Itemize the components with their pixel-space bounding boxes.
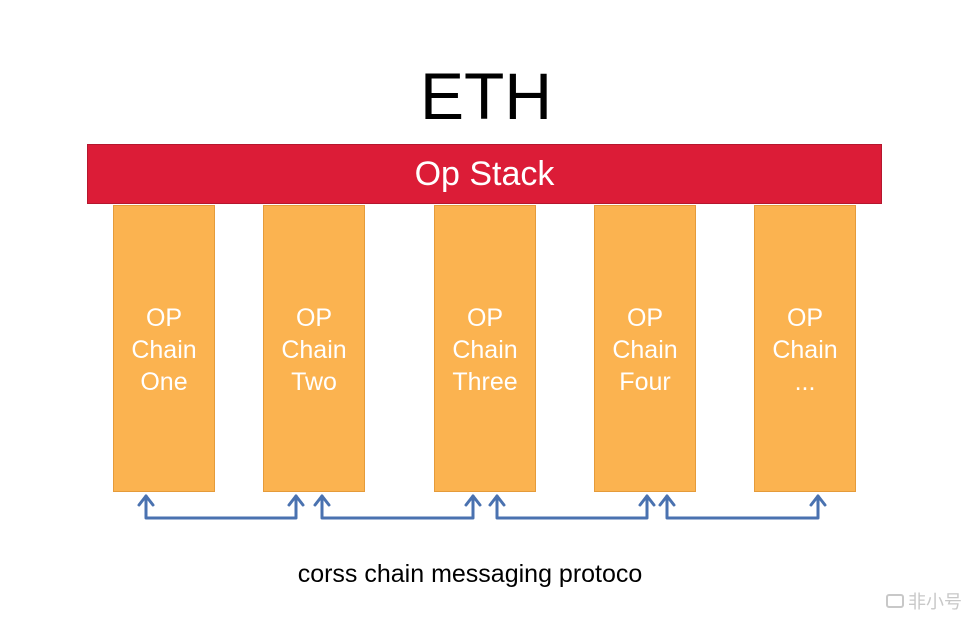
chain-label: OP Chain Three xyxy=(452,304,518,396)
messaging-arrow-one-two xyxy=(137,494,305,520)
chain-label: OP Chain Four xyxy=(612,304,678,396)
diagram-title: ETH xyxy=(420,59,552,133)
chain-box-two: OP Chain Two xyxy=(263,205,365,492)
watermark-logo-icon xyxy=(886,594,904,608)
chain-label: OP Chain Two xyxy=(281,304,347,396)
chain-box-four: OP Chain Four xyxy=(594,205,696,492)
messaging-arrow-two-three xyxy=(313,494,482,520)
op-stack-bar: Op Stack xyxy=(87,144,882,204)
chain-label: OP Chain One xyxy=(131,304,197,396)
watermark: 非小号 xyxy=(886,588,962,614)
messaging-arrow-four-more xyxy=(658,494,827,520)
watermark-text: 非小号 xyxy=(908,592,962,613)
chain-box-more: OP Chain ... xyxy=(754,205,856,492)
chain-box-three: OP Chain Three xyxy=(434,205,536,492)
chain-box-one: OP Chain One xyxy=(113,205,215,492)
diagram-caption: corss chain messaging protoco xyxy=(297,560,643,588)
op-stack-label: Op Stack xyxy=(414,154,555,193)
messaging-arrow-three-four xyxy=(488,494,656,520)
chain-label: OP Chain ... xyxy=(772,304,838,396)
